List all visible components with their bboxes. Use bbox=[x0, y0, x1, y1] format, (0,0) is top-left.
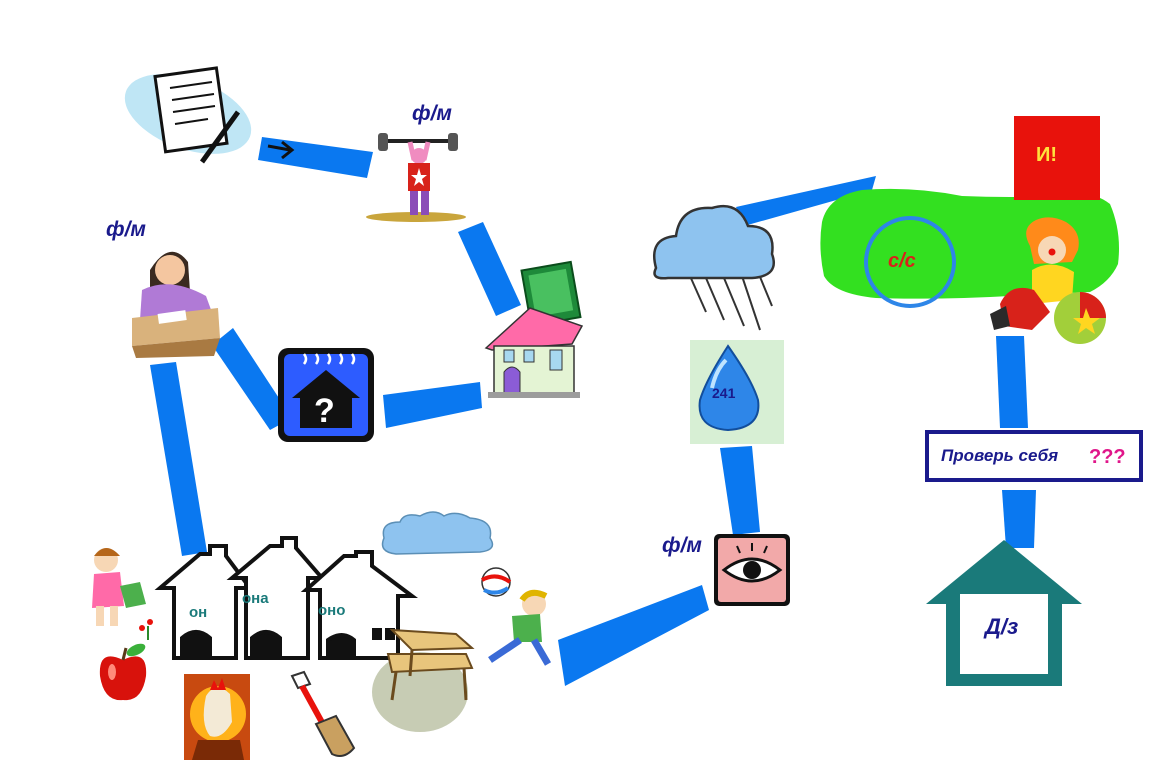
cs-label: с/с bbox=[888, 250, 916, 272]
girl-watering-icon bbox=[92, 548, 153, 640]
cs-circle bbox=[864, 216, 956, 308]
arrow-notepad-to-lifter bbox=[258, 137, 373, 178]
drop-number-label: 241 bbox=[712, 385, 736, 401]
shovel-icon bbox=[290, 670, 356, 757]
arrow-lifter-to-money-house bbox=[458, 222, 521, 316]
cloud-icon bbox=[381, 511, 494, 555]
weightlifter-icon bbox=[366, 133, 466, 222]
homework-house-icon bbox=[926, 540, 1082, 686]
eye-icon bbox=[714, 534, 790, 606]
house-label-ona: она bbox=[242, 590, 269, 607]
water-drop-icon bbox=[690, 340, 784, 444]
i-box[interactable]: И! bbox=[1014, 116, 1100, 200]
fm-label-left: ф/м bbox=[106, 218, 146, 241]
bench-icon bbox=[372, 628, 475, 732]
fm-label-eye: ф/м bbox=[662, 534, 702, 557]
fm-label-top: ф/м bbox=[412, 102, 452, 125]
storm-cloud-icon bbox=[653, 204, 775, 331]
arrow-cloud-to-green bbox=[736, 176, 876, 226]
house-label-on: он bbox=[189, 604, 208, 621]
arrow-clown-to-check bbox=[996, 336, 1028, 428]
arrow-girl-to-houses bbox=[150, 362, 207, 556]
arrow-money-house-to-question bbox=[383, 382, 482, 428]
check-yourself-box[interactable]: Проверь себя ??? bbox=[925, 430, 1143, 482]
house-question-icon: ? bbox=[278, 348, 374, 442]
check-yourself-label: Проверь себя bbox=[941, 446, 1059, 465]
house-label-ono: оно bbox=[318, 602, 346, 619]
house-money-icon bbox=[484, 260, 584, 398]
svg-text:?: ? bbox=[314, 392, 335, 430]
arrow-houses-to-eye bbox=[558, 585, 709, 686]
apple-icon bbox=[99, 643, 147, 701]
arrow-check-to-homework bbox=[1002, 490, 1036, 548]
check-marks-label: ??? bbox=[1089, 446, 1126, 468]
path-arrows bbox=[150, 137, 1036, 686]
clown-icon bbox=[990, 217, 1106, 344]
houses-row-icon bbox=[154, 536, 418, 660]
arrow-question-to-girl bbox=[212, 328, 292, 430]
girl-writing-icon bbox=[132, 251, 220, 358]
arrow-eye-to-drop bbox=[720, 446, 760, 535]
notepad-icon bbox=[124, 66, 295, 164]
i-box-label: И! bbox=[1036, 144, 1058, 166]
boy-ball-icon bbox=[481, 567, 552, 666]
homework-label: Д/з bbox=[985, 614, 1019, 639]
rooster-icon bbox=[184, 674, 250, 760]
